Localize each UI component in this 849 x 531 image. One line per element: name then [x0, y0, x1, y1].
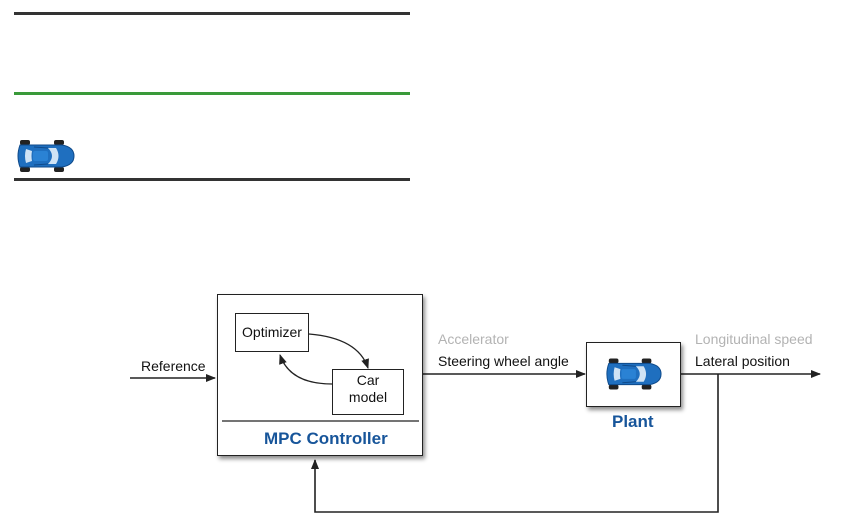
optimizer-label: Optimizer — [242, 324, 302, 340]
road-car-icon — [17, 140, 75, 172]
steering-wheel-angle-label: Steering wheel angle — [438, 353, 569, 369]
optimizer-box[interactable]: Optimizer — [235, 313, 309, 352]
optimizer-to-model-arrow — [308, 333, 369, 369]
reference-label: Reference — [141, 358, 206, 374]
car-model-label-line2: model — [348, 389, 388, 405]
mpc-controller-block[interactable] — [217, 294, 423, 456]
longitudinal-speed-label: Longitudinal speed — [695, 331, 813, 347]
road-top-edge — [14, 12, 410, 15]
feedback-line — [311, 374, 719, 513]
plant-block[interactable] — [586, 342, 681, 407]
car-icon — [606, 358, 662, 390]
lateral-position-label: Lateral position — [695, 353, 790, 369]
road-center-line — [14, 92, 410, 95]
car-model-box[interactable]: Car model — [332, 369, 404, 415]
mpc-controller-title: MPC Controller — [264, 429, 388, 448]
car-model-label-line1: Car — [356, 372, 380, 388]
plant-title: Plant — [612, 412, 654, 431]
accelerator-label: Accelerator — [438, 331, 509, 347]
road-bottom-edge — [14, 178, 410, 181]
model-to-optimizer-arrow — [279, 354, 333, 385]
